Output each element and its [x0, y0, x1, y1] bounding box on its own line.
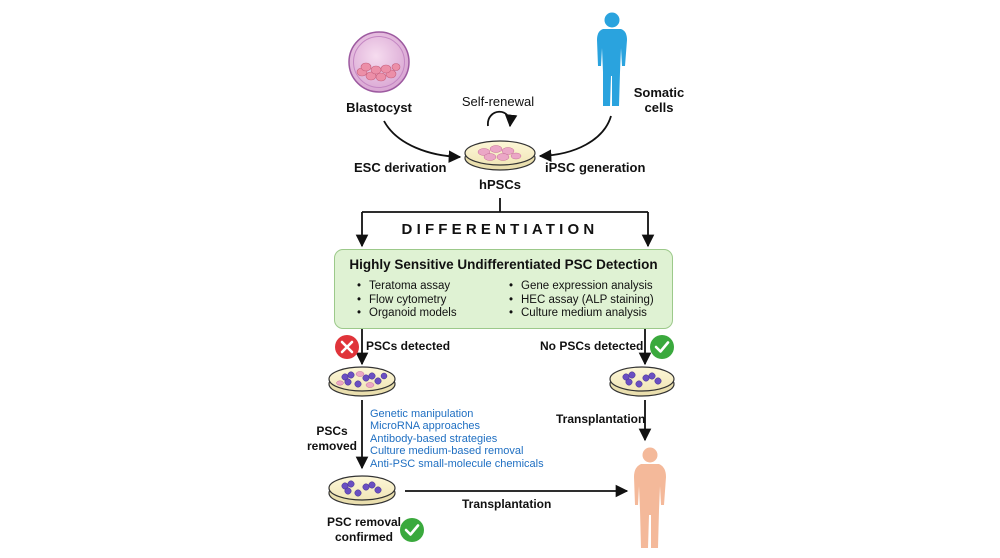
check-icon [650, 335, 674, 359]
differentiation-title: DIFFERENTIATION [401, 221, 599, 238]
method-item: Organoid models [357, 307, 457, 321]
ipsc-generation-label: iPSC generation [545, 160, 646, 175]
recipient-person-icon [634, 447, 666, 548]
psc-free-dish [609, 366, 675, 397]
psc-removal-confirmed-label: PSC removal confirmed [326, 515, 402, 544]
removal-method-item: MicroRNA approaches [370, 420, 481, 433]
right-transplantation-label: Transplantation [556, 412, 646, 426]
no-pscs-detected-label: No PSCs detected [540, 339, 644, 353]
removal-method-item: Anti-PSC small-molecule chemicals [370, 457, 544, 470]
differentiation-connector [355, 198, 655, 248]
pscs-removed-label: PSCs removed [306, 424, 358, 453]
bottom-transplantation-label: Transplantation [462, 497, 552, 511]
removal-method-item: Culture medium-based removal [370, 445, 524, 458]
detection-methods-left: Teratoma assay Flow cytometry Organoid m… [357, 280, 457, 321]
detection-box: Highly Sensitive Undifferentiated PSC De… [334, 249, 673, 329]
pscs-detected-label: PSCs detected [366, 339, 451, 353]
method-item: Teratoma assay [357, 280, 457, 294]
detection-title: Highly Sensitive Undifferentiated PSC De… [349, 257, 658, 272]
method-item: HEC assay (ALP staining) [509, 294, 654, 308]
blastocyst-label: Blastocyst [346, 100, 412, 115]
hpsc-culture-dish [464, 140, 536, 171]
method-item: Gene expression analysis [509, 280, 654, 294]
confirmed-check-icon [400, 518, 424, 542]
removal-methods-list: Genetic manipulation MicroRNA approaches… [370, 408, 544, 470]
removal-method-item: Genetic manipulation [370, 408, 474, 420]
removal-method-item: Antibody-based strategies [370, 432, 498, 445]
detection-methods-right: Gene expression analysis HEC assay (ALP … [509, 280, 654, 321]
esc-derivation-label: ESC derivation [354, 160, 447, 175]
psc-removed-dish [328, 475, 396, 506]
esc-derivation-arrow [383, 120, 462, 163]
method-item: Flow cytometry [357, 294, 457, 308]
cross-icon [335, 335, 359, 359]
method-item: Culture medium analysis [509, 307, 654, 321]
psc-contaminated-dish [328, 366, 396, 397]
somatic-person-icon [597, 12, 627, 106]
self-renewal-arrow [487, 110, 518, 128]
self-renewal-label: Self-renewal [461, 94, 535, 109]
blastocyst-illustration [348, 31, 410, 93]
hpscs-label: hPSCs [479, 177, 521, 192]
ipsc-generation-arrow [538, 115, 612, 162]
somatic-cells-label: Somatic cells [633, 85, 685, 115]
